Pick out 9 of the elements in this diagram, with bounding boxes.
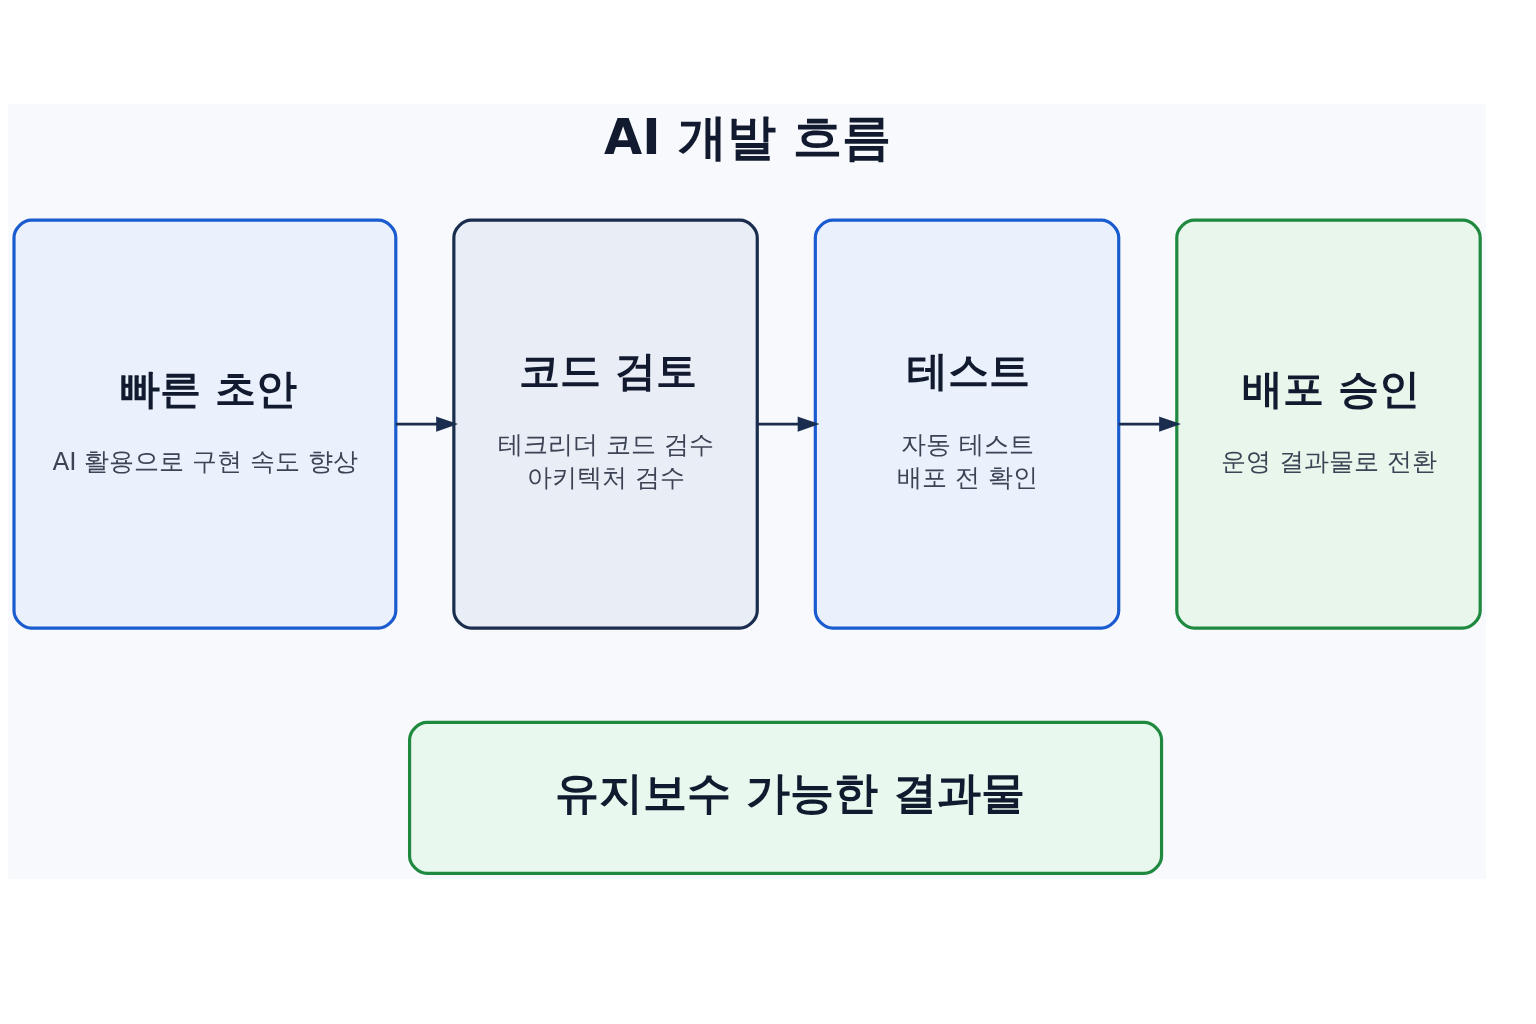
arrow bbox=[757, 415, 820, 432]
arrow bbox=[395, 415, 458, 432]
node-box: 빠른 초안 AI 활용으로 구현 속도 향상 bbox=[12, 218, 398, 630]
diagram-title: AI 개발 흐름 bbox=[604, 107, 892, 166]
node-box: 유지보수 가능한 결과물 bbox=[408, 720, 1164, 875]
arrow bbox=[1118, 415, 1181, 432]
node-box: 테스트 자동 테스트 배포 전 확인 bbox=[813, 218, 1121, 630]
node-box: 코드 검토 테크리더 코드 검수 아키텍처 검수 bbox=[452, 218, 759, 630]
node-box: 배포 승인 운영 결과물로 전환 bbox=[1175, 218, 1482, 630]
